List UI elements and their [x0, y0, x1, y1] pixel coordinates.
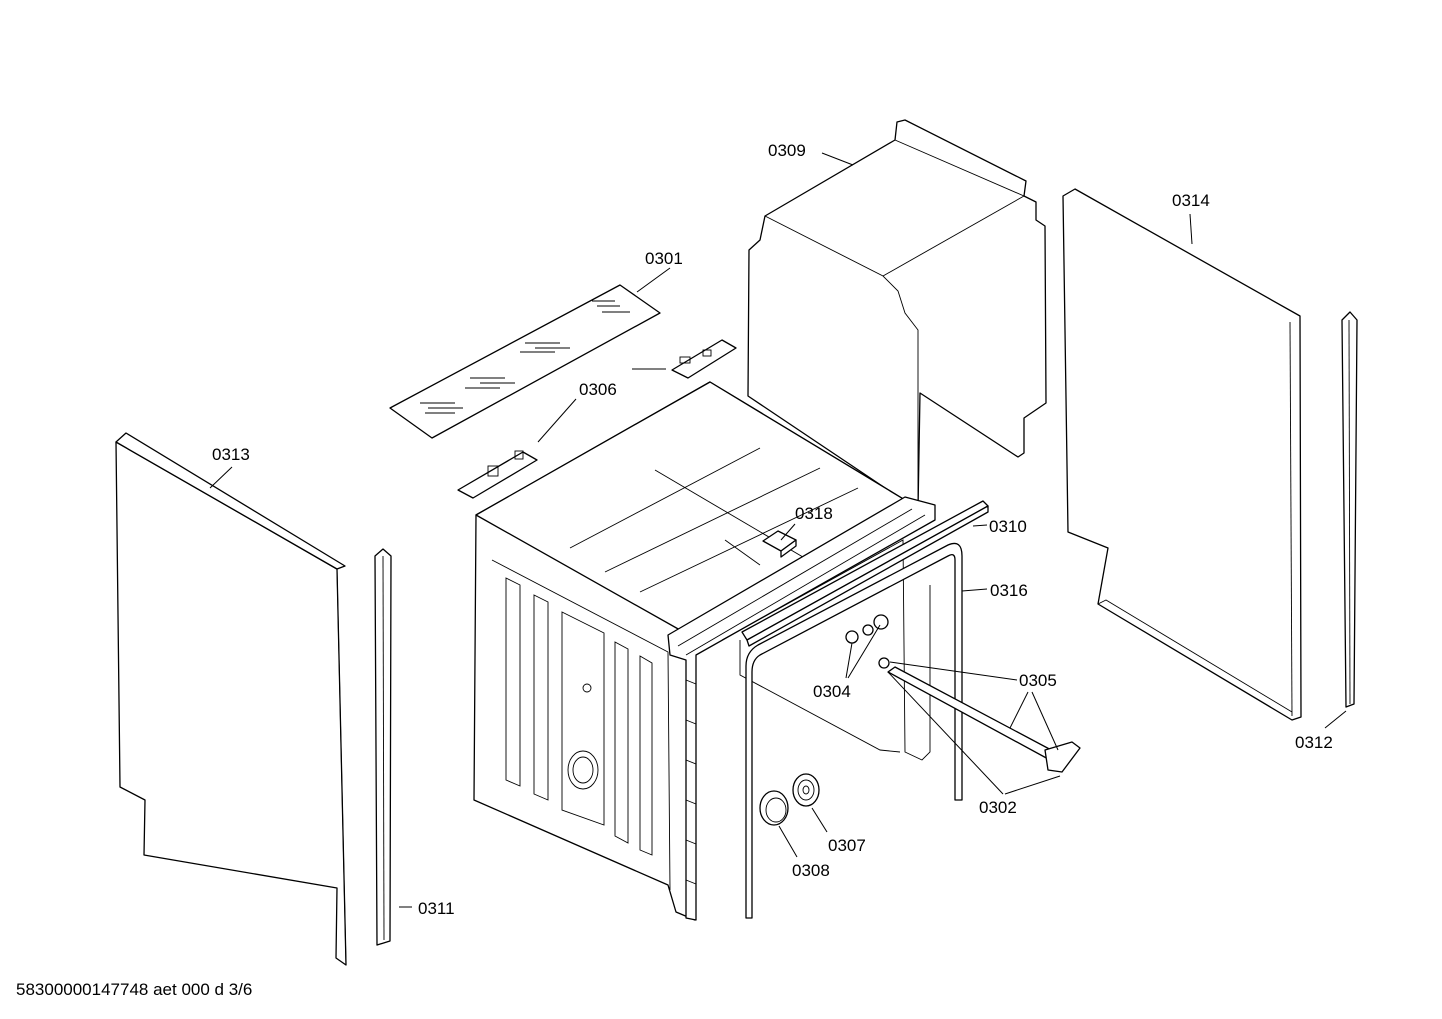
support-rod — [887, 666, 1081, 773]
document-id: 58300000147748 aet 000 d 3/6 — [16, 980, 253, 999]
trim-strip-left — [374, 548, 392, 946]
top-rail — [741, 500, 989, 647]
side-panel-left — [115, 432, 347, 966]
screw-set — [845, 614, 890, 669]
clip — [762, 530, 797, 558]
leader-lines — [209, 152, 1347, 908]
trim-strip-right — [1341, 311, 1358, 708]
label-0301: 0301 — [645, 249, 683, 268]
label-0312: 0312 — [1295, 733, 1333, 752]
side-panel-right — [1062, 188, 1302, 721]
tub-body — [473, 381, 936, 921]
part-labels: 0309 0314 0301 0306 0313 0318 0310 0316 … — [212, 141, 1333, 918]
label-0313: 0313 — [212, 445, 250, 464]
label-0306: 0306 — [579, 380, 617, 399]
seal-ring — [759, 790, 789, 826]
mounting-bracket-upper — [671, 339, 737, 379]
label-0309: 0309 — [768, 141, 806, 160]
label-0311: 0311 — [418, 899, 455, 918]
drain-fitting — [792, 773, 820, 807]
label-0318: 0318 — [795, 504, 833, 523]
mounting-bracket-lower — [457, 450, 538, 499]
label-0304: 0304 — [813, 682, 851, 701]
cover-panel — [747, 119, 1047, 511]
label-0308: 0308 — [792, 861, 830, 880]
label-0310: 0310 — [989, 517, 1027, 536]
label-0302: 0302 — [979, 798, 1017, 817]
label-0307: 0307 — [828, 836, 866, 855]
insulation-mat — [389, 284, 661, 439]
label-0316: 0316 — [990, 581, 1028, 600]
label-0314: 0314 — [1172, 191, 1210, 210]
label-0305: 0305 — [1019, 671, 1057, 690]
door-seal — [745, 542, 963, 919]
